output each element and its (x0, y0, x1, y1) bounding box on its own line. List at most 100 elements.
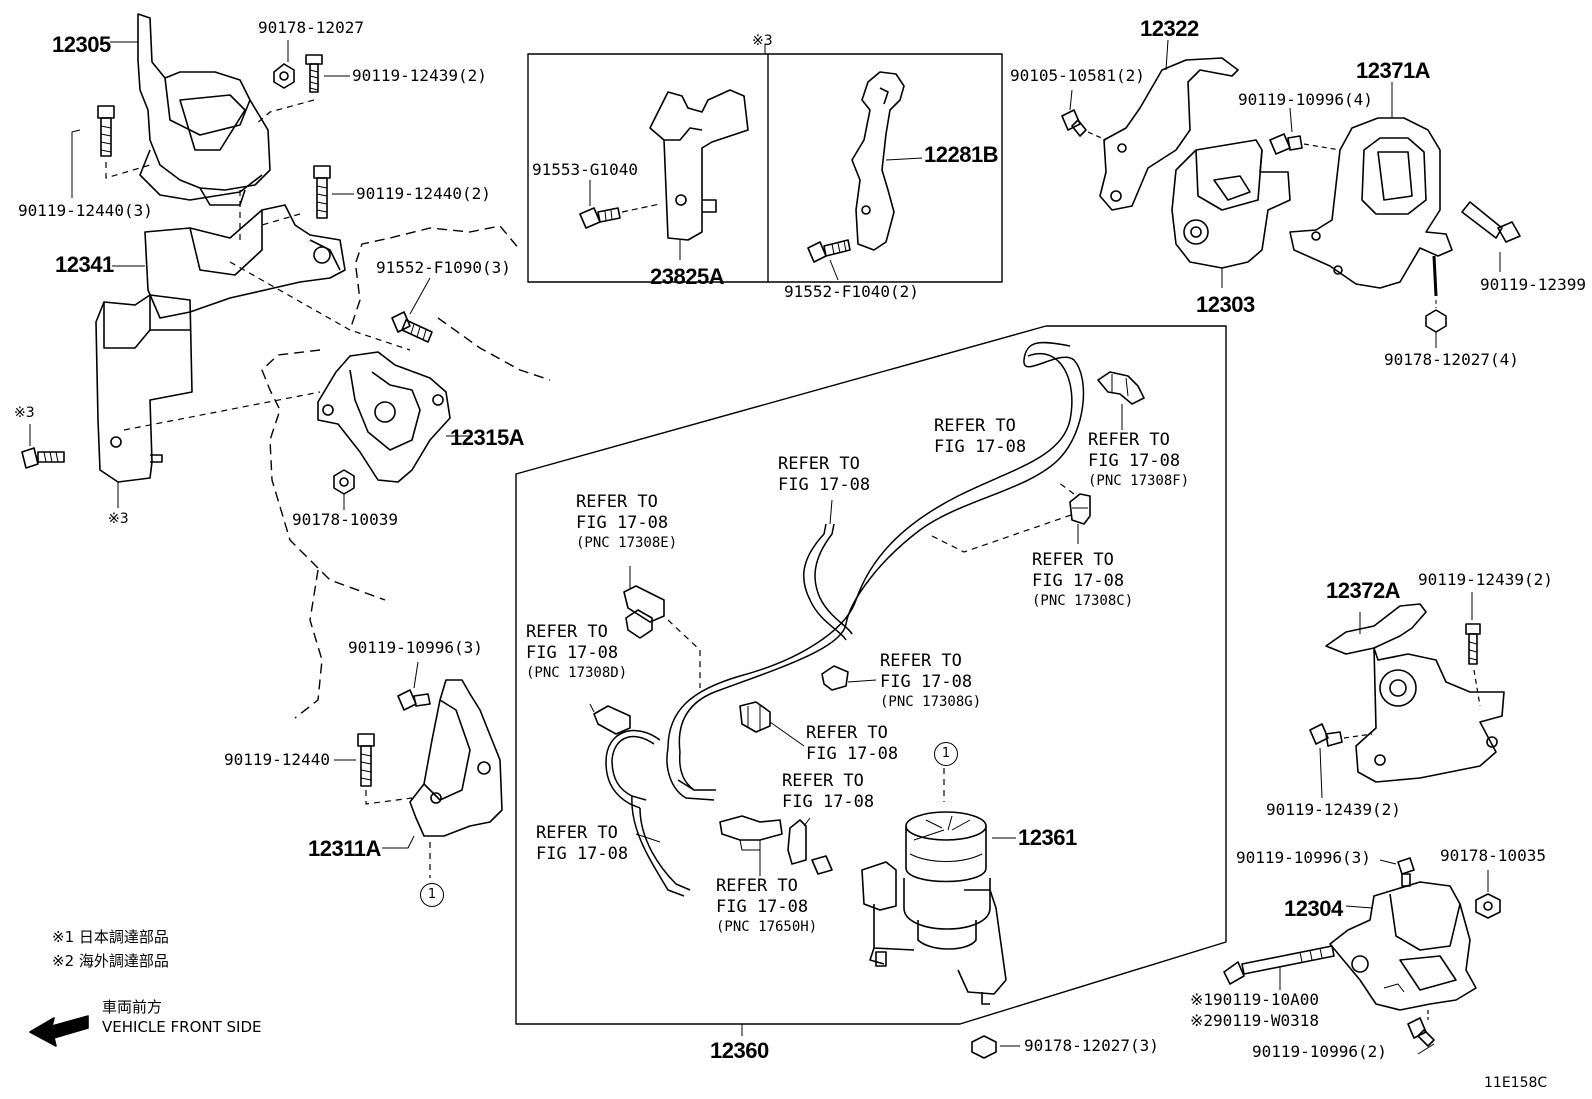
direction-label-jp: 車両前方 (102, 998, 163, 1016)
reference-line: REFER TO (576, 492, 658, 512)
part-number-label: 90119-10996(2) (1252, 1042, 1387, 1061)
part-number-label: 12303 (1196, 292, 1255, 317)
assembly-lines-12311A (365, 790, 431, 878)
part-number-label: 90119-12439(2) (352, 66, 487, 85)
engine-outline (261, 225, 551, 719)
part-number-label: 12304 (1284, 896, 1343, 921)
part-number-label: 90178-12027(4) (1384, 350, 1519, 369)
assembly-lines-top-left (105, 99, 411, 431)
legend-note-1: ※1 日本調達部品 (52, 928, 169, 946)
reference-line: REFER TO (806, 723, 888, 743)
bolt-90105-10581 (1061, 89, 1087, 137)
part-number-label: 91552-F1090(3) (376, 258, 511, 277)
bolt-90119-12440-lower (334, 733, 375, 787)
reference-line: REFER TO (1032, 550, 1114, 570)
part-12304-bracket (1329, 881, 1477, 1011)
part-number-label: 11E158C (1484, 1075, 1548, 1091)
part-number-label: 90119-10996(3) (1236, 848, 1371, 867)
pnc-reference-line: (PNC 17308G) (880, 694, 982, 710)
part-number-label: 90119-10996(3) (348, 638, 483, 657)
part-number-label: 23825A (650, 264, 725, 289)
reference-line: REFER TO (526, 622, 608, 642)
reference-line: REFER TO (716, 876, 798, 896)
bolt-91552-F1090 (391, 277, 433, 343)
pnc-reference-line: (PNC 17308E) (576, 535, 678, 551)
bolt-90119-10996-bottom (1407, 1017, 1435, 1055)
reference-line: REFER TO (880, 651, 962, 671)
circled-marker: 1 (420, 883, 444, 907)
reference-line: FIG 17-08 (1032, 571, 1125, 591)
part-23825A-bracket (649, 89, 749, 260)
reference-line: FIG 17-08 (526, 643, 619, 663)
part-number-label: 12360 (710, 1038, 769, 1063)
part-number-label: ※3 (108, 511, 129, 527)
bolt-90119-10996-left (397, 661, 431, 711)
bolt-90119-12439 (305, 54, 350, 93)
assembly-12360-box (515, 325, 1227, 1025)
bolt-90119-10996-top (1269, 107, 1303, 155)
part-number-label: 90178-12027(3) (1024, 1036, 1159, 1055)
reference-line: REFER TO (934, 416, 1016, 436)
bolt-91552-F1040 (807, 239, 851, 281)
part-number-label: 90178-12027 (258, 18, 364, 37)
part-number-label: ※190119-10A00 (1190, 990, 1319, 1009)
reference-line: FIG 17-08 (806, 744, 899, 764)
long-bolt-90119 (1223, 945, 1335, 990)
bracket-note3 (95, 294, 193, 508)
part-number-label: 12341 (55, 252, 114, 277)
vacuum-hoses (605, 341, 1085, 897)
part-12322-bracket (1099, 39, 1239, 211)
reference-line: REFER TO (536, 823, 618, 843)
part-number-label: 90119-12399 (1480, 275, 1586, 294)
bolt-note3 (21, 424, 65, 469)
part-number-label: 90119-12440(3) (18, 201, 153, 220)
part-number-label: 12372A (1326, 578, 1401, 603)
pnc-reference-line: (PNC 17308C) (1032, 593, 1134, 609)
legend-note-2: ※2 海外調達部品 (52, 952, 169, 970)
bolt-90119-10996-right (1379, 857, 1415, 887)
reference-line: FIG 17-08 (536, 844, 629, 864)
reference-leaders (589, 404, 1123, 876)
part-number-label: 90119-12440(2) (356, 184, 491, 203)
part-number-label: ※3 (14, 405, 35, 421)
part-12315A-bracket (317, 351, 470, 483)
part-number-label: ※3 (752, 33, 773, 49)
part-12372A-mount (1325, 603, 1505, 783)
nut-90178-10035 (1475, 870, 1501, 919)
part-number-label: 12361 (1018, 825, 1077, 850)
part-number-label: 12281B (924, 142, 999, 167)
bolt-90119-12440-right (313, 165, 354, 219)
part-number-label: ※290119-W0318 (1190, 1011, 1319, 1030)
assembly-lines-12360 (667, 481, 1075, 802)
part-number-label: 90119-12440 (224, 750, 330, 769)
circled-marker: 1 (934, 742, 958, 766)
reference-line: FIG 17-08 (782, 792, 875, 812)
part-number-label: 12371A (1356, 58, 1431, 83)
bolt-91553-G1040 (579, 180, 621, 229)
part-number-label: 90119-12439(2) (1418, 570, 1553, 589)
part-number-label: 12315A (450, 425, 525, 450)
part-number-label: 91552-F1040(2) (784, 282, 919, 301)
part-number-label: 12322 (1140, 16, 1199, 41)
nut-90178-12027 (273, 40, 295, 89)
part-number-label: 90119-10996(4) (1238, 90, 1373, 109)
reference-line: FIG 17-08 (1088, 451, 1181, 471)
nut-90178-10039 (333, 469, 355, 510)
part-number-label: 90178-10039 (292, 510, 398, 529)
bolt-90119-12439-upper (1465, 592, 1481, 665)
direction-label-en: VEHICLE FRONT SIDE (102, 1018, 262, 1036)
front-arrow-icon (29, 1015, 89, 1047)
reference-line: FIG 17-08 (576, 513, 669, 533)
bolt-90119-12399 (1461, 201, 1521, 272)
